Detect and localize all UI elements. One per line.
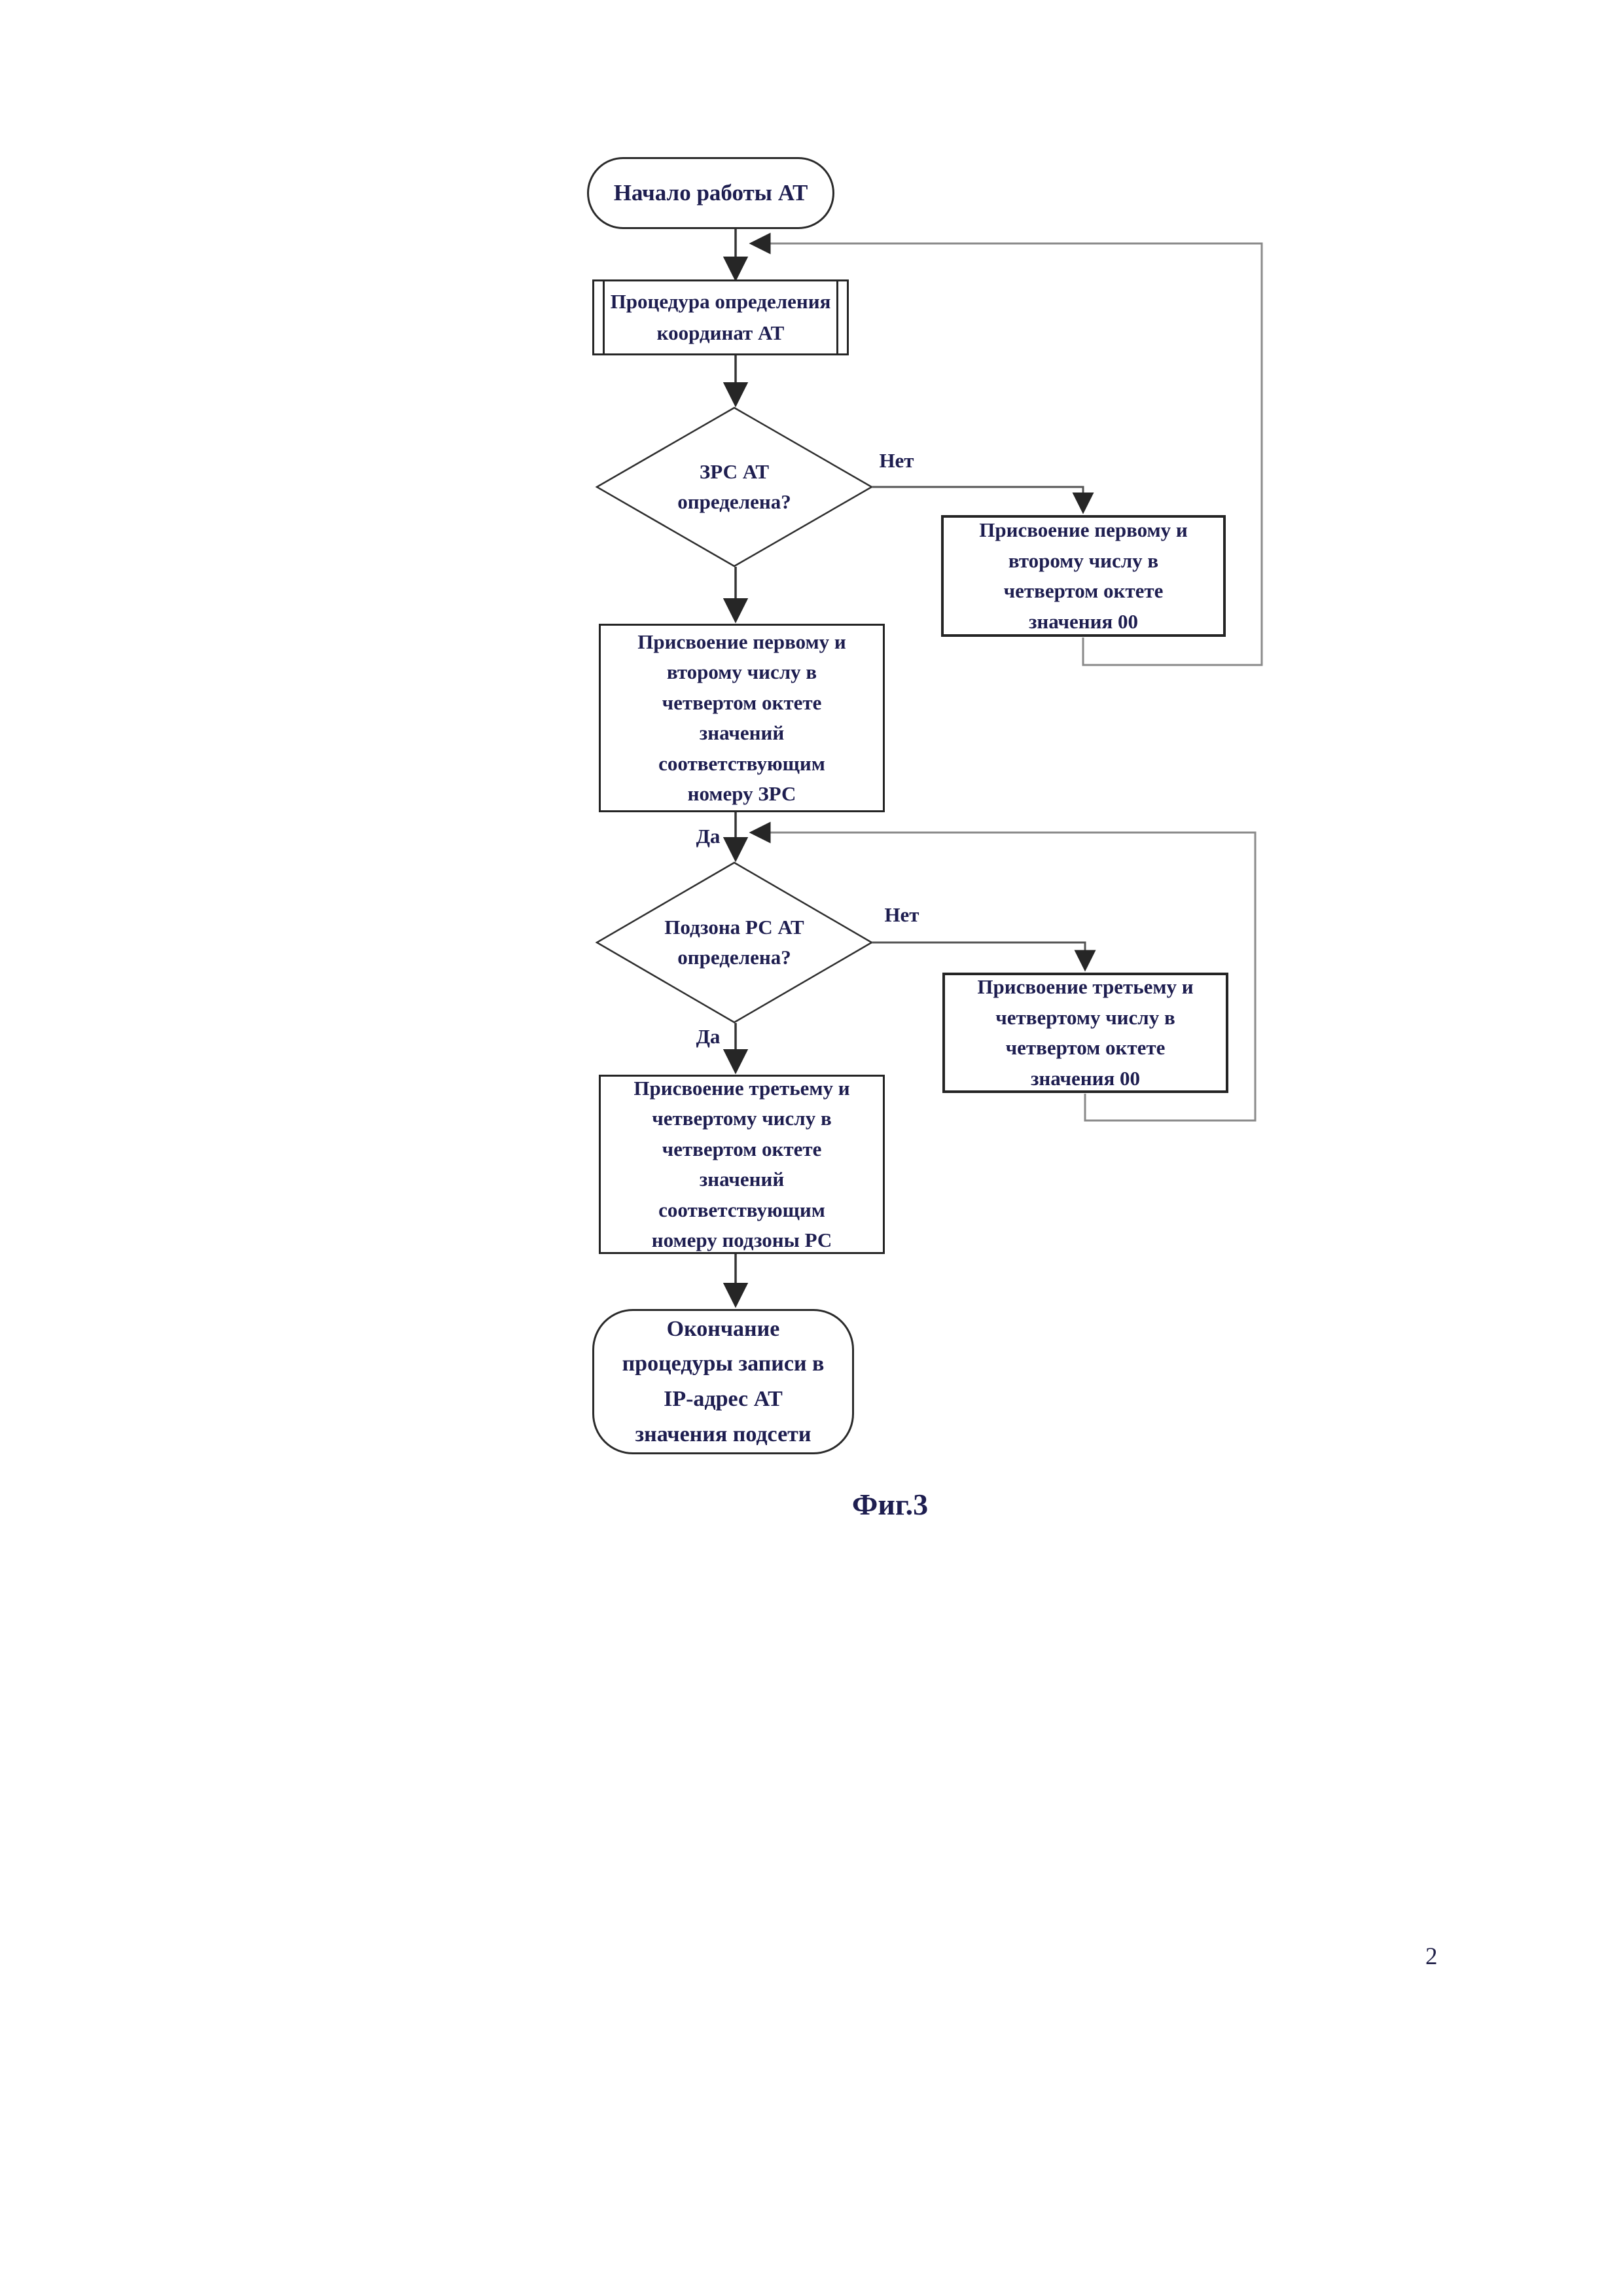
start-terminator: Начало работы АТ <box>587 157 834 229</box>
decision-1-label: ЗРС АТ определена? <box>677 460 791 513</box>
decision-1-outline <box>595 406 874 567</box>
process-assign-00-third-fourth: Присвоение третьему и четвертому числу в… <box>942 973 1228 1093</box>
process-assign-zrc-number: Присвоение первому и второму числу в чет… <box>599 624 885 812</box>
connector-decision1-no-branch <box>872 486 1094 514</box>
connector-decision2-no-branch <box>872 941 1096 972</box>
figure-caption: Фиг.3 <box>851 1488 929 1521</box>
decision-2-yes-label: Да <box>696 1025 721 1048</box>
process-assign-00-first-second: Присвоение первому и второму числу в чет… <box>941 515 1226 637</box>
end-terminator: Окончание процедуры записи в IP-адрес АТ… <box>592 1309 854 1454</box>
process-assign-rc-subzone-number: Присвоение третьему и четвертому числу в… <box>599 1075 885 1254</box>
decision-2-no-label: Нет <box>884 903 919 926</box>
decision-1-yes-label: Да <box>696 825 721 848</box>
decision-2-label: Подзона РС АТ определена? <box>664 916 804 969</box>
connector-feedback-loop-1 <box>749 232 1263 666</box>
connector-feedback-loop-2 <box>749 821 1257 1122</box>
page-number: 2 <box>1425 1943 1438 1970</box>
decision-2-outline <box>595 861 874 1024</box>
predefined-process-coordinates: Процедура определения координат АТ <box>592 279 849 355</box>
decision-1-no-label: Нет <box>879 449 914 472</box>
